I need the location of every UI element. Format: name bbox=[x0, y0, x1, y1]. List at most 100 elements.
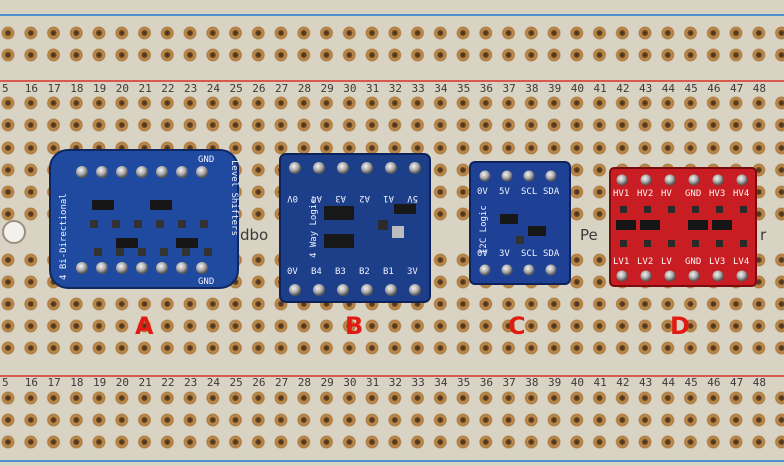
hole bbox=[23, 319, 38, 333]
hole bbox=[569, 118, 584, 132]
hole bbox=[592, 141, 607, 155]
resistor bbox=[200, 220, 208, 228]
hole bbox=[751, 26, 766, 40]
pin-label: A1 bbox=[383, 193, 394, 203]
hole bbox=[729, 118, 743, 132]
hole bbox=[228, 435, 243, 449]
hole bbox=[615, 48, 630, 62]
hole bbox=[683, 141, 698, 155]
hole bbox=[569, 163, 584, 177]
hole bbox=[456, 391, 470, 405]
hole bbox=[456, 435, 470, 449]
hole bbox=[729, 141, 743, 155]
hole bbox=[456, 319, 470, 333]
pin-label: 5V bbox=[407, 193, 418, 203]
hole bbox=[706, 391, 721, 405]
hole bbox=[615, 319, 630, 333]
pin-label: LV4 bbox=[733, 257, 749, 267]
hole bbox=[433, 413, 448, 427]
hole bbox=[774, 185, 784, 199]
row-number: 24 bbox=[207, 376, 221, 389]
hole bbox=[137, 319, 152, 333]
resistor bbox=[112, 220, 120, 228]
hole bbox=[501, 26, 516, 40]
hole bbox=[638, 48, 652, 62]
hole bbox=[23, 413, 38, 427]
hole bbox=[569, 253, 584, 267]
hole bbox=[615, 341, 630, 355]
hole bbox=[410, 96, 425, 110]
row-number: 48 bbox=[753, 82, 766, 95]
row-number: 33 bbox=[412, 376, 425, 389]
hole bbox=[592, 96, 607, 110]
row-number: 39 bbox=[548, 82, 561, 95]
header-pin bbox=[313, 284, 325, 296]
hole bbox=[774, 319, 784, 333]
row-number: 41 bbox=[594, 376, 607, 389]
hole bbox=[251, 413, 266, 427]
pin-label: B4 bbox=[311, 267, 322, 277]
hole bbox=[433, 391, 448, 405]
module-b-4way: 4 Way Logic bbox=[309, 198, 319, 258]
hole bbox=[706, 341, 721, 355]
hole bbox=[592, 163, 607, 177]
hole bbox=[137, 48, 152, 62]
hole bbox=[342, 341, 357, 355]
hole bbox=[456, 275, 470, 289]
header-pin bbox=[479, 264, 491, 276]
hole bbox=[478, 118, 493, 132]
hole bbox=[274, 435, 288, 449]
hole bbox=[729, 26, 743, 40]
hole bbox=[501, 319, 516, 333]
hole bbox=[274, 319, 288, 333]
hole bbox=[751, 319, 766, 333]
hole bbox=[660, 341, 675, 355]
row-number: 5 bbox=[2, 376, 9, 389]
hole bbox=[251, 391, 266, 405]
hole bbox=[433, 163, 448, 177]
hole bbox=[137, 341, 152, 355]
hole bbox=[205, 118, 220, 132]
row-number: 22 bbox=[161, 82, 174, 95]
hole bbox=[251, 207, 266, 221]
header-pin bbox=[76, 262, 88, 274]
hole bbox=[205, 26, 220, 40]
row-number: 46 bbox=[707, 376, 720, 389]
hole bbox=[1, 48, 15, 62]
hole bbox=[751, 118, 766, 132]
hole bbox=[92, 391, 106, 405]
hole bbox=[342, 118, 357, 132]
hole bbox=[478, 48, 493, 62]
board-print-far-right: r bbox=[760, 226, 767, 244]
hole bbox=[1, 163, 15, 177]
header-pin bbox=[385, 162, 397, 174]
hole bbox=[23, 48, 38, 62]
hole bbox=[296, 141, 311, 155]
hole bbox=[387, 26, 402, 40]
hole bbox=[660, 297, 675, 311]
transistor bbox=[500, 214, 518, 224]
hole bbox=[296, 413, 311, 427]
row-number: 40 bbox=[571, 82, 584, 95]
hole bbox=[92, 413, 106, 427]
hole bbox=[387, 391, 402, 405]
header-pin bbox=[664, 174, 676, 186]
hole bbox=[92, 96, 106, 110]
hole bbox=[1, 319, 15, 333]
resistor bbox=[204, 248, 212, 256]
hole bbox=[160, 297, 175, 311]
resistor bbox=[378, 220, 388, 230]
row-number: 20 bbox=[116, 82, 129, 95]
hole bbox=[92, 297, 106, 311]
row-number: 18 bbox=[70, 376, 83, 389]
hole bbox=[501, 96, 516, 110]
hole bbox=[46, 48, 61, 62]
hole bbox=[160, 341, 175, 355]
hole bbox=[183, 297, 197, 311]
resistor bbox=[668, 206, 675, 213]
pin-label: HV4 bbox=[733, 189, 749, 199]
pin-label: B1 bbox=[383, 267, 394, 277]
hole bbox=[706, 118, 721, 132]
